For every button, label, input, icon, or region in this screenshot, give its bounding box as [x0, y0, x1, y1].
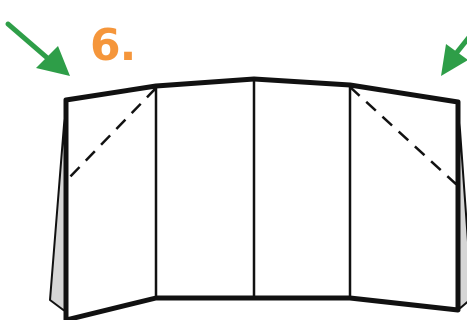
card-outline [66, 79, 458, 320]
arrow-down-left-icon [441, 36, 467, 76]
arrow-down-right-icon [8, 24, 70, 76]
